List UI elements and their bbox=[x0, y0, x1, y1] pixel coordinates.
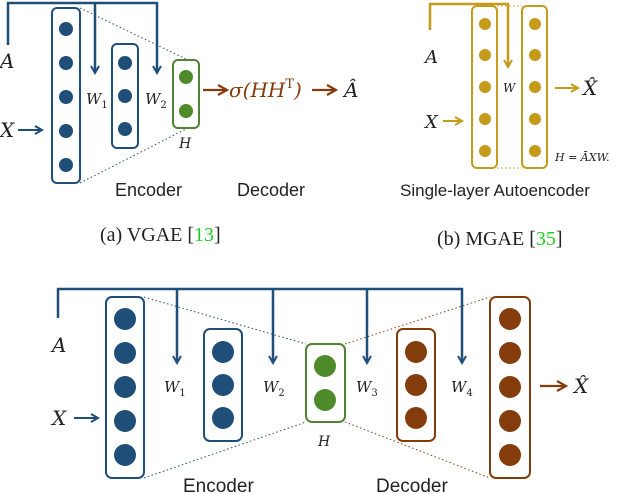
node bbox=[59, 158, 73, 172]
panel-c-encoder-layer-1-nodes bbox=[114, 308, 136, 466]
node bbox=[114, 376, 136, 398]
panel-a-vgae: A X W1 W2 H σ(HHT) Â Encoder Decoder (a)… bbox=[0, 1, 358, 246]
panel-a-w1-label: W1 bbox=[86, 90, 108, 111]
node bbox=[499, 342, 521, 364]
panel-b-a-connector bbox=[428, 2, 508, 67]
node bbox=[179, 104, 193, 118]
panel-c-decoder-layer-2 bbox=[489, 296, 531, 479]
panel-c-w1-label: W1 bbox=[164, 378, 186, 399]
node bbox=[114, 308, 136, 330]
node bbox=[405, 341, 427, 363]
panel-c-h-label: H bbox=[317, 434, 331, 450]
node bbox=[59, 22, 73, 36]
node bbox=[529, 81, 541, 93]
panel-a-funnel-lines bbox=[79, 7, 189, 184]
node bbox=[314, 389, 336, 411]
node bbox=[114, 410, 136, 432]
panel-b-output-layer bbox=[521, 5, 548, 169]
node bbox=[529, 18, 541, 30]
panel-b-label: Single-layer Autoencoder bbox=[400, 181, 590, 200]
node bbox=[529, 145, 541, 157]
panel-a-input-a: A bbox=[0, 49, 14, 73]
panel-c-decoder-layer-1-nodes bbox=[405, 341, 427, 429]
panel-b-input-a: A bbox=[423, 47, 438, 68]
panel-a-embedding-nodes bbox=[179, 70, 193, 118]
node bbox=[59, 90, 73, 104]
node bbox=[405, 374, 427, 396]
panel-a-encoder-label: Encoder bbox=[115, 180, 182, 200]
panel-c-decoder-layer-2-nodes bbox=[499, 308, 521, 466]
panel-a-decoder-function: σ(HHT) bbox=[229, 77, 302, 102]
node bbox=[479, 145, 491, 157]
panel-b-output-nodes bbox=[529, 18, 541, 157]
node bbox=[179, 70, 193, 84]
panel-a-layer-2 bbox=[111, 43, 139, 149]
panel-b-output: X̂ bbox=[581, 76, 598, 100]
panel-c-decoder-label: Decoder bbox=[376, 476, 448, 494]
panel-c-input-a: A bbox=[50, 333, 66, 357]
panel-a-input-x: X bbox=[0, 118, 15, 142]
panel-a-layer-2-nodes bbox=[118, 56, 132, 136]
node bbox=[114, 342, 136, 364]
node bbox=[59, 56, 73, 70]
node bbox=[479, 18, 491, 30]
node bbox=[118, 122, 132, 136]
node bbox=[529, 113, 541, 125]
node bbox=[499, 308, 521, 330]
node bbox=[499, 444, 521, 466]
node bbox=[499, 376, 521, 398]
panel-c-w3-label: W3 bbox=[356, 378, 378, 399]
panel-c-w4-label: W4 bbox=[451, 378, 473, 399]
node bbox=[212, 341, 234, 363]
panel-a-layer-1 bbox=[51, 7, 81, 184]
panel-b-dotted-edges bbox=[497, 5, 522, 169]
node bbox=[314, 355, 336, 377]
panel-c-encoder-layer-2-nodes bbox=[212, 341, 234, 429]
panel-b-mgae: A X W X̂ H = ĀXW. Single-layer Autoencod… bbox=[400, 2, 610, 250]
panel-a-h-label: H bbox=[178, 136, 192, 152]
panel-c-autoencoder: A X W1 W2 W3 W4 H X̂ Encoder Decoder bbox=[50, 287, 589, 494]
node bbox=[212, 374, 234, 396]
panel-c-a-connector bbox=[56, 287, 462, 363]
node bbox=[114, 444, 136, 466]
panel-b-w-label: W bbox=[503, 81, 517, 95]
panel-a-embedding-h bbox=[172, 59, 200, 129]
panel-c-input-x: X bbox=[50, 406, 67, 430]
panel-c-embedding-nodes bbox=[314, 355, 336, 411]
panel-a-w2-label: W2 bbox=[145, 90, 167, 111]
panel-c-encoder-layer-2 bbox=[203, 328, 243, 442]
panel-c-encoder-funnel bbox=[143, 296, 307, 479]
panel-c-encoder-label: Encoder bbox=[183, 476, 254, 494]
node bbox=[405, 407, 427, 429]
node bbox=[479, 81, 491, 93]
node bbox=[118, 56, 132, 70]
panel-a-a-connector bbox=[6, 1, 157, 73]
panel-a-layer-1-nodes bbox=[59, 22, 73, 172]
panel-a-output: Â bbox=[342, 78, 358, 102]
panel-a-decoder-label: Decoder bbox=[237, 180, 305, 200]
panel-b-input-nodes bbox=[479, 18, 491, 157]
panel-a-caption: (a) VGAE [13] bbox=[100, 224, 221, 246]
panel-b-caption: (b) MGAE [35] bbox=[437, 228, 563, 250]
node bbox=[479, 49, 491, 61]
panel-c-embedding-h bbox=[305, 343, 346, 423]
node bbox=[499, 410, 521, 432]
panel-c-encoder-layer-1 bbox=[105, 296, 145, 479]
panel-b-formula: H = ĀXW. bbox=[554, 151, 610, 164]
node bbox=[479, 113, 491, 125]
panel-b-input-x: X bbox=[423, 112, 439, 133]
panel-c-decoder-funnel bbox=[344, 296, 491, 479]
panel-c-output: X̂ bbox=[572, 374, 589, 398]
panel-b-input-layer bbox=[471, 5, 498, 169]
node bbox=[212, 407, 234, 429]
node bbox=[118, 89, 132, 103]
panel-c-w2-label: W2 bbox=[263, 378, 285, 399]
node bbox=[59, 124, 73, 138]
panel-c-decoder-layer-1 bbox=[396, 328, 436, 442]
node bbox=[529, 49, 541, 61]
